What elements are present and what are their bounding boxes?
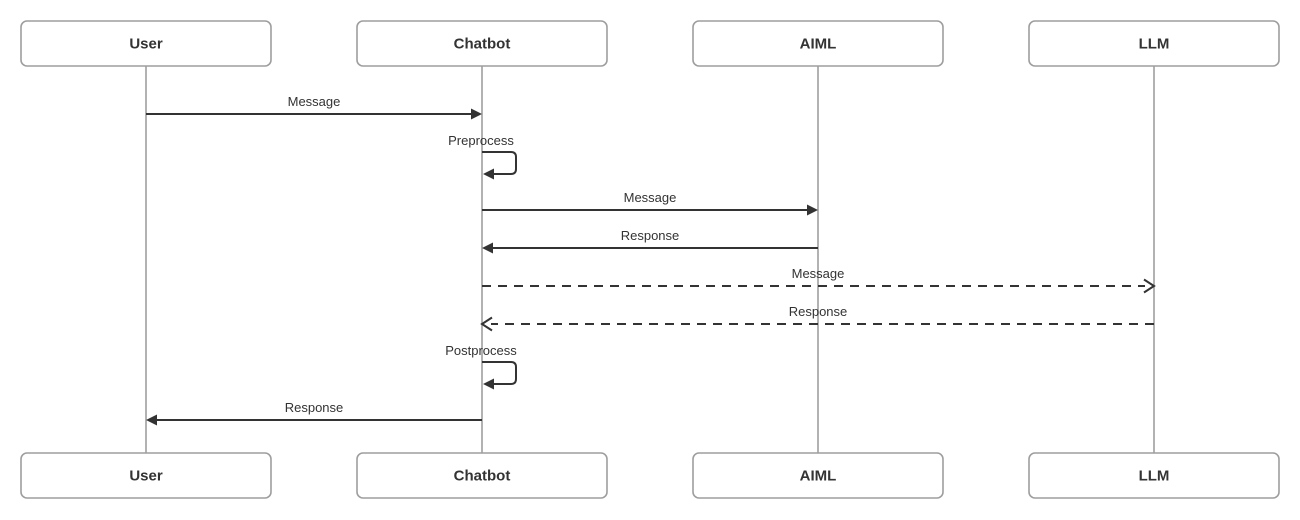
message-label-m8: Response [285, 400, 344, 415]
participant-box-chatbot-bottom[interactable]: Chatbot [356, 452, 608, 499]
message-label-m6: Response [789, 304, 848, 319]
message-label-m7: Postprocess [445, 343, 517, 358]
messages-layer: MessagePreprocessMessageResponseMessageR… [146, 94, 1156, 426]
message-m8[interactable]: Response [146, 400, 482, 426]
participant-box-chatbot-top[interactable]: Chatbot [356, 20, 608, 67]
participant-box-aiml-bottom[interactable]: AIML [692, 452, 944, 499]
participant-box-rect [692, 20, 944, 67]
participant-box-user-top[interactable]: User [20, 20, 272, 67]
lifelines-layer [145, 66, 1155, 453]
participant-label-aiml: AIML [800, 35, 837, 52]
message-m5[interactable]: Message [482, 266, 1156, 294]
participant-box-rect [692, 452, 944, 499]
participant-box-llm-bottom[interactable]: LLM [1028, 452, 1280, 499]
message-m4[interactable]: Response [482, 228, 818, 254]
message-m1[interactable]: Message [146, 94, 482, 120]
message-label-m2: Preprocess [448, 133, 514, 148]
participant-box-llm-top[interactable]: LLM [1028, 20, 1280, 67]
participant-box-aiml-top[interactable]: AIML [692, 20, 944, 67]
message-label-m4: Response [621, 228, 680, 243]
message-label-m5: Message [792, 266, 845, 281]
message-m7[interactable]: Postprocess [445, 343, 517, 390]
message-m6[interactable]: Response [480, 304, 1154, 332]
participant-label-llm: LLM [1139, 35, 1170, 52]
participant-box-rect [20, 452, 272, 499]
participant-label-llm: LLM [1139, 467, 1170, 484]
participant-box-user-bottom[interactable]: User [20, 452, 272, 499]
participant-box-rect [1028, 452, 1280, 499]
participant-label-chatbot: Chatbot [454, 35, 511, 52]
message-m2[interactable]: Preprocess [448, 133, 517, 180]
participant-label-aiml: AIML [800, 467, 837, 484]
participant-box-rect [356, 452, 608, 499]
participant-box-rect [356, 20, 608, 67]
message-label-m1: Message [288, 94, 341, 109]
message-label-m3: Message [624, 190, 677, 205]
participant-label-chatbot: Chatbot [454, 467, 511, 484]
participant-box-rect [1028, 20, 1280, 67]
participant-box-rect [20, 20, 272, 67]
participant-label-user: User [129, 467, 163, 484]
message-m3[interactable]: Message [482, 190, 818, 216]
participant-label-user: User [129, 35, 163, 52]
